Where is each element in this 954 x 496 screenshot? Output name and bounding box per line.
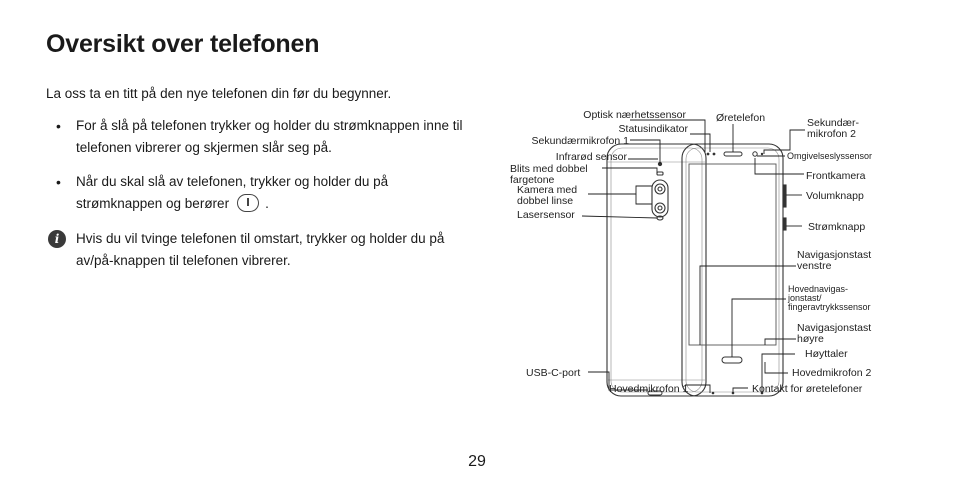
info-note: i Hvis du vil tvinge telefonen til omsta… bbox=[46, 228, 476, 272]
label-nav-h-2: høyre bbox=[797, 333, 824, 345]
label-hoved-2: jonstast/ bbox=[787, 293, 822, 303]
label-oretelefon: Øretelefon bbox=[716, 112, 765, 124]
label-omgivelses: Omgivelseslyssensor bbox=[787, 151, 872, 161]
label-blits-2: fargetone bbox=[510, 174, 555, 186]
label-hoyttaler: Høyttaler bbox=[805, 348, 848, 360]
usb-c-port-icon bbox=[647, 390, 663, 396]
label-sekundaermikrofon1: Sekundærmikrofon 1 bbox=[532, 135, 630, 147]
page-title: Oversikt over telefonen bbox=[46, 30, 320, 58]
bullet-text: For å slå på telefonen trykker og holder… bbox=[76, 118, 463, 155]
info-icon: i bbox=[48, 230, 66, 248]
rear-camera-icon bbox=[651, 161, 669, 221]
label-statusindikator: Statusindikator bbox=[619, 123, 689, 135]
bullet-power-off: • Når du skal slå av telefonen, trykker … bbox=[46, 171, 476, 215]
bullet-dot: • bbox=[56, 118, 61, 134]
label-hoved-3: fingeravtrykkssensor bbox=[788, 302, 871, 312]
bullet-text: Når du skal slå av telefonen, trykker og… bbox=[76, 174, 389, 189]
label-nav-h-1: Navigasjonstast bbox=[797, 322, 871, 334]
label-blits-1: Blits med dobbel bbox=[510, 163, 588, 175]
bullet-text-end: . bbox=[265, 196, 269, 211]
bullet-list: • For å slå på telefonen trykker og hold… bbox=[46, 115, 476, 227]
bullet-dot: • bbox=[56, 174, 61, 190]
label-kamera-1: Kamera med bbox=[517, 184, 577, 196]
label-hovedmikrofon1: Hovedmikrofon 1 bbox=[609, 383, 689, 395]
leader-lines bbox=[581, 119, 805, 393]
label-usbc: USB-C-port bbox=[526, 367, 580, 379]
page-number: 29 bbox=[468, 453, 486, 470]
labels: Optisk nærhetssensor Statusindikator Sek… bbox=[510, 109, 872, 395]
bullet-text-cont: strømknappen og berører bbox=[76, 196, 230, 211]
note-text: Hvis du vil tvinge telefonen til omstart… bbox=[76, 231, 445, 268]
power-icon bbox=[237, 194, 260, 212]
home-key-icon bbox=[721, 356, 743, 364]
earpiece-icon bbox=[706, 151, 764, 157]
label-hoved-1: Hovednavigas- bbox=[788, 284, 848, 294]
bullet-power-on: • For å slå på telefonen trykker og hold… bbox=[46, 115, 476, 159]
label-hovedmikrofon2: Hovedmikrofon 2 bbox=[792, 367, 872, 379]
label-infrarod: Infrarød sensor bbox=[556, 151, 628, 163]
label-nav-v-2: venstre bbox=[797, 260, 832, 272]
label-kontakt: Kontakt for øretelefoner bbox=[752, 383, 863, 395]
label-strom: Strømknapp bbox=[808, 221, 865, 233]
label-volum: Volumknapp bbox=[806, 190, 864, 202]
intro-text: La oss ta en titt på den nye telefonen d… bbox=[46, 86, 392, 101]
phone-back bbox=[606, 143, 707, 397]
label-frontkamera: Frontkamera bbox=[806, 170, 866, 182]
label-optisk: Optisk nærhetssensor bbox=[583, 109, 686, 121]
label-kamera-2: dobbel linse bbox=[517, 195, 573, 207]
label-sekundaer2-1: Sekundær- bbox=[807, 117, 859, 129]
label-sekundaer2-2: mikrofon 2 bbox=[807, 128, 856, 140]
phone-front bbox=[681, 143, 787, 397]
label-nav-v-1: Navigasjonstast bbox=[797, 249, 871, 261]
label-laser: Lasersensor bbox=[517, 209, 575, 221]
